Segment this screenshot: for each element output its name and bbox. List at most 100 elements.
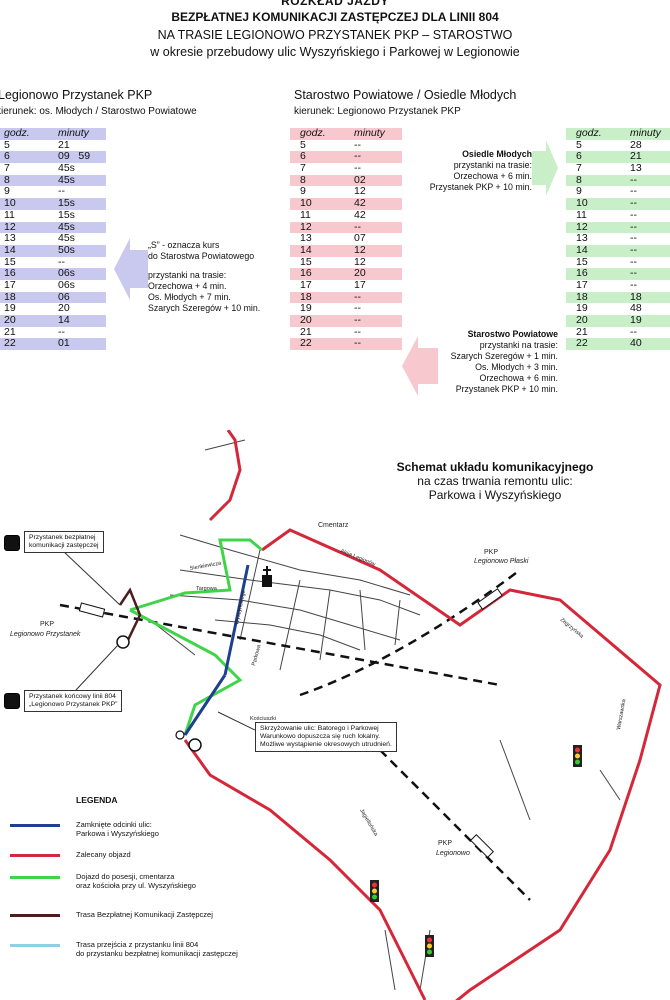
row-minutes: -- (630, 220, 637, 233)
row-hour: 13 (576, 232, 588, 245)
timetable-row: 10-- (566, 197, 670, 210)
closed-wyszynskiego (223, 564, 250, 676)
row-hour: 9 (4, 185, 10, 198)
row-minutes: 12 (354, 243, 366, 256)
legend-swatch (10, 824, 60, 827)
timetable-row: 6-- (290, 151, 402, 164)
label-targowa: Targowa (196, 586, 218, 592)
header-hour: godz. (4, 127, 30, 139)
note-line: Os. Młodych + 7 min. (148, 292, 231, 302)
label-zegrzynska: Zegrzyńska (559, 617, 585, 640)
note-line: Os. Młodych + 3 min. (475, 362, 558, 372)
timetable-row: 21 -- (0, 325, 106, 339)
row-hour: 10 (576, 197, 588, 210)
legend-text-line: Zamknięte odcinki ulic: (76, 820, 152, 829)
row-hour: 14 (300, 243, 312, 256)
row-hour: 20 (4, 314, 16, 326)
row-minutes: -- (630, 173, 637, 186)
timetable-row: 12-- (290, 220, 402, 234)
stop-circle-icon (116, 635, 130, 649)
label-pkp-plaski-2: Legionowo Płaski (474, 558, 529, 565)
row-minutes: 21 (58, 138, 70, 151)
row-minutes: -- (58, 255, 65, 268)
row-hour: 19 (300, 302, 312, 315)
row-hour: 17 (300, 278, 312, 291)
bubble-crossing: Skrzyżowanie ulic: Batorego i Parkowej W… (255, 722, 397, 752)
row-hour: 14 (4, 243, 16, 256)
legend-text-line: oraz kościoła przy ul. Wyszyńskiego (76, 881, 196, 890)
bubble-stop-line2: komunikacji zastępczej (29, 542, 99, 549)
row-hour: 15 (4, 255, 16, 268)
legend-title: LEGENDA (76, 795, 118, 805)
bus-stop-icon (4, 535, 20, 551)
timetable-row: 21-- (290, 326, 402, 339)
label-pkp-przystanek: PKP (40, 621, 54, 628)
note-line: Szarych Szeregów + 1 min. (450, 351, 558, 361)
header-subtitle: BEZPŁATNEJ KOMUNIKACJI ZASTĘPCZEJ DLA LI… (171, 10, 499, 24)
row-hour: 8 (300, 173, 306, 186)
header-title: ROZKŁAD JAZDY (281, 0, 389, 8)
label-jagiellonska: Jagiellońska (358, 808, 379, 838)
stop-circle-icon (188, 738, 202, 752)
legend-text: Trasa Bezpłatnej Komunikacji Zastępczej (76, 910, 213, 919)
timetable-row: 9-- (566, 186, 670, 198)
row-hour: 20 (576, 314, 588, 326)
traffic-light-icon (573, 745, 582, 767)
legend-swatch (10, 876, 60, 879)
row-hour: 9 (300, 185, 306, 198)
row-minutes: 19 (630, 314, 642, 326)
bubble-stop-line1: Przystanek bezpłatnej (29, 534, 96, 541)
row-minutes: -- (630, 208, 637, 221)
row-hour: 19 (576, 302, 588, 315)
note-line: Orzechowa + 6 min. (479, 373, 558, 383)
row-hour: 21 (4, 325, 16, 338)
row-hour: 10 (4, 197, 16, 210)
row-hour: 17 (4, 278, 16, 291)
row-hour: 8 (4, 173, 10, 186)
row-hour: 13 (4, 232, 16, 245)
timetable-row: 8-- (566, 173, 670, 187)
row-hour: 22 (576, 337, 588, 350)
map-title-line3: Parkowa i Wyszyńskiego (428, 488, 562, 502)
timetable-header: godz.minuty (0, 127, 106, 140)
row-minutes: -- (58, 325, 65, 338)
legend-text-line: Parkowa i Wyszyńskiego (76, 829, 159, 838)
timetable-row: 13-- (566, 232, 670, 245)
label-pkp-plaski: PKP (484, 549, 498, 556)
right-arrow-icon (532, 140, 558, 196)
legend-text-line: Trasa przejścia z przystanku linii 804 (76, 940, 199, 949)
row-hour: 22 (300, 337, 312, 350)
legend-swatch (10, 914, 60, 917)
timetable-row: 14 12 (290, 243, 402, 257)
row-minutes: 06 (58, 290, 70, 303)
row-minutes: 18 (630, 290, 642, 303)
row-minutes: -- (630, 278, 637, 291)
row-minutes: 20 (58, 302, 70, 315)
timetable-row: 19-- (290, 303, 402, 315)
row-hour: 12 (300, 220, 312, 233)
row-minutes: 17 (354, 278, 366, 291)
traffic-light-icon (425, 935, 434, 957)
row-hour: 16 (4, 267, 16, 280)
header-minutes: minuty (630, 127, 661, 139)
legend-swatch (10, 854, 60, 857)
row-hour: 15 (576, 255, 588, 268)
label-sienkiewicza: Sienkiewicza (189, 560, 222, 572)
